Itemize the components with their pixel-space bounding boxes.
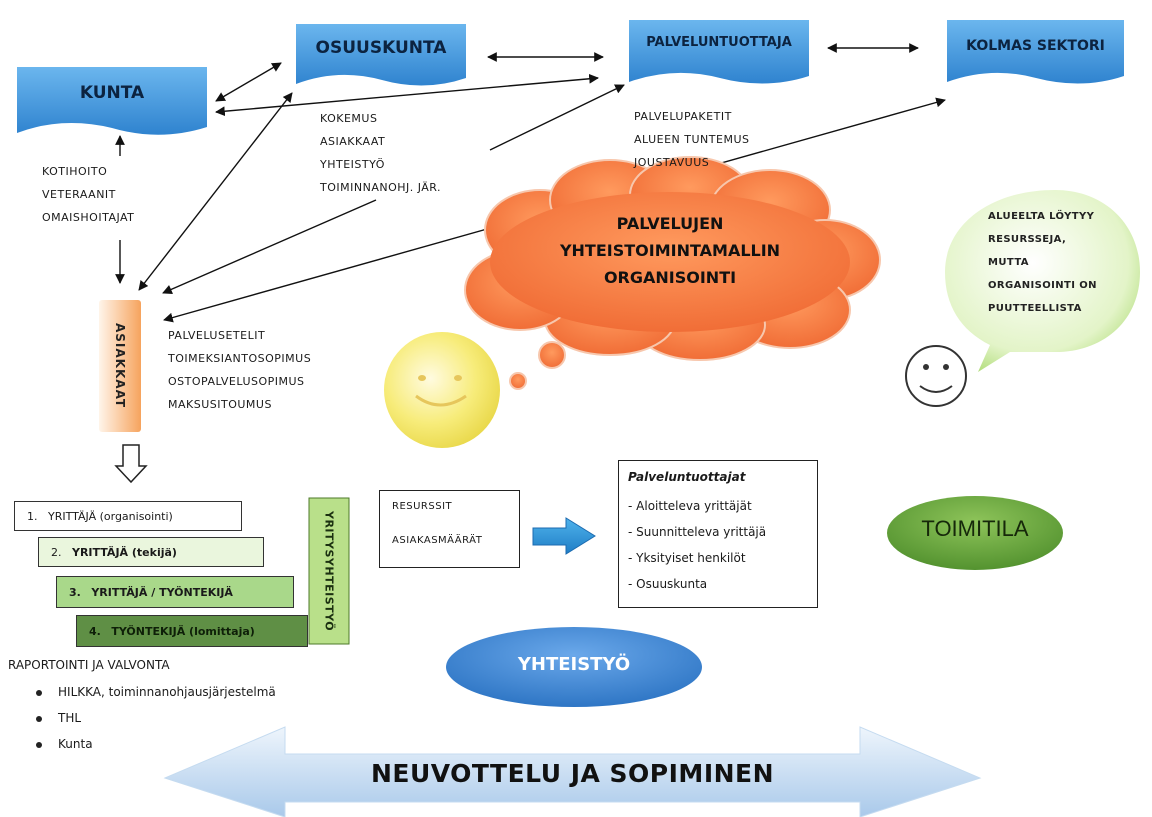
step-label: YRITTÄJÄ (tekijä) bbox=[72, 545, 177, 559]
step-number: 3. bbox=[69, 585, 81, 599]
list-item: KOKEMUS bbox=[320, 112, 378, 125]
sun-smiley-icon bbox=[384, 332, 500, 448]
list-item: - Suunnitteleva yrittäjä bbox=[628, 525, 767, 539]
kolmas-sektori-banner bbox=[947, 20, 1124, 84]
bubble-line: ORGANISOINTI ON bbox=[988, 280, 1097, 291]
palveluntuottaja-label: PALVELUNTUOTTAJA bbox=[646, 35, 792, 50]
list-item: PALVELUSETELIT bbox=[168, 329, 266, 342]
step-label: TYÖNTEKIJÄ (lomittaja) bbox=[111, 624, 255, 638]
bubble-line: RESURSSEJA, bbox=[988, 234, 1067, 245]
list-item-label: Kunta bbox=[58, 737, 93, 751]
asiakkaat-label: ASIAKKAAT bbox=[113, 323, 127, 409]
step-1: 1. YRITTÄJÄ (organisointi) bbox=[14, 501, 242, 531]
bullet-icon bbox=[36, 741, 42, 748]
list-item: - Osuuskunta bbox=[628, 577, 708, 591]
step-label: YRITTÄJÄ (organisointi) bbox=[48, 509, 173, 523]
kunta-list: KOTIHOITO VETERAANIT OMAISHOITAJAT bbox=[42, 160, 134, 229]
step-number: 4. bbox=[89, 624, 101, 638]
yhteistyo-ellipse bbox=[446, 627, 702, 707]
list-item: VETERAANIT bbox=[42, 188, 116, 201]
step-label: YRITTÄJÄ / TYÖNTEKIJÄ bbox=[91, 585, 233, 599]
list-item: OMAISHOITAJAT bbox=[42, 211, 135, 224]
cloud-line: PALVELUJEN bbox=[616, 214, 724, 233]
kunta-node: KUNTA bbox=[17, 67, 207, 127]
cloud-text: PALVELUJEN YHTEISTOIMINTAMALLIN ORGANISO… bbox=[505, 210, 835, 291]
list-item: OSTOPALVELUSOPIMUS bbox=[168, 375, 305, 388]
list-item: MAKSUSITOUMUS bbox=[168, 398, 272, 411]
list-item: - Yksityiset henkilöt bbox=[628, 551, 746, 565]
thought-dot-large bbox=[538, 341, 566, 369]
list-item: Kunta bbox=[36, 737, 93, 751]
kolmas-sektori-label: KOLMAS SEKTORI bbox=[966, 38, 1105, 54]
cloud-shape bbox=[464, 156, 881, 361]
blue-right-arrow-icon bbox=[532, 517, 596, 555]
white-smiley-icon bbox=[905, 345, 967, 407]
osuuskunta-banner bbox=[296, 24, 466, 86]
customer-count-label: ASIAKASMÄÄRÄT bbox=[392, 535, 483, 546]
resources-box: RESURSSIT ASIAKASMÄÄRÄT bbox=[379, 490, 520, 568]
bullet-icon bbox=[36, 715, 42, 722]
list-item: TOIMINNANOHJ. JÄR. bbox=[320, 181, 442, 194]
list-item: PALVELUPAKETIT bbox=[634, 110, 732, 123]
yritysyhteistyo-bar bbox=[308, 497, 350, 645]
list-item: ASIAKKAAT bbox=[320, 135, 386, 148]
reporting-title: RAPORTOINTI JA VALVONTA bbox=[8, 658, 170, 672]
step-2: 2. YRITTÄJÄ (tekijä) bbox=[38, 537, 264, 567]
bubble-line: ALUEELTA LÖYTYY bbox=[988, 211, 1095, 222]
step-number: 1. bbox=[27, 509, 38, 523]
step-4: 4. TYÖNTEKIJÄ (lomittaja) bbox=[76, 615, 308, 647]
list-item-label: THL bbox=[58, 711, 82, 725]
cloud-line: ORGANISOINTI bbox=[603, 268, 737, 287]
palveluntuottaja-list: PALVELUPAKETIT ALUEEN TUNTEMUS JOUSTAVUU… bbox=[634, 105, 749, 174]
step-3: 3. YRITTÄJÄ / TYÖNTEKIJÄ bbox=[56, 576, 294, 608]
kunta-label: KUNTA bbox=[79, 83, 145, 103]
list-item: YHTEISTYÖ bbox=[320, 158, 385, 171]
toimitila-ellipse bbox=[887, 496, 1063, 570]
providers-list: - Aloitteleva yrittäjät - Suunnitteleva … bbox=[628, 493, 766, 597]
thought-dot-small bbox=[509, 372, 527, 390]
toimitila-label: TOIMITILA bbox=[921, 516, 1029, 541]
yritysyhteistyo-node: YRITYSYHTEISTYÖ bbox=[309, 498, 349, 644]
negotiation-double-arrow bbox=[163, 726, 982, 817]
providers-box: Palveluntuottajat - Aloitteleva yrittäjä… bbox=[618, 460, 818, 608]
list-item: HILKKA, toiminnanohjausjärjestelmä bbox=[36, 685, 276, 699]
asiakkaat-list: PALVELUSETELIT TOIMEKSIANTOSOPIMUS OSTOP… bbox=[168, 324, 311, 416]
bullet-icon bbox=[36, 689, 42, 696]
negotiation-label: NEUVOTTELU JA SOPIMINEN bbox=[370, 759, 775, 788]
hollow-down-arrow-icon bbox=[114, 444, 148, 484]
step-number: 2. bbox=[51, 545, 62, 559]
bubble-line: MUTTA bbox=[988, 257, 1029, 268]
list-item: KOTIHOITO bbox=[42, 165, 108, 178]
resources-label: RESURSSIT bbox=[392, 501, 453, 512]
list-item: THL bbox=[36, 711, 81, 725]
list-item: JOUSTAVUUS bbox=[634, 156, 710, 169]
osuuskunta-node: OSUUSKUNTA bbox=[296, 24, 466, 80]
list-item: ALUEEN TUNTEMUS bbox=[634, 133, 750, 146]
yhteistyo-label: YHTEISTYÖ bbox=[517, 654, 631, 675]
osuuskunta-list: KOKEMUS ASIAKKAAT YHTEISTYÖ TOIMINNANOHJ… bbox=[320, 107, 441, 199]
bubble-line: PUUTTEELLISTA bbox=[988, 303, 1082, 314]
kolmas-sektori-node: KOLMAS SEKTORI bbox=[947, 20, 1124, 76]
list-item-label: HILKKA, toiminnanohjausjärjestelmä bbox=[58, 685, 276, 699]
speech-bubble-text: ALUEELTA LÖYTYY RESURSSEJA, MUTTA ORGANI… bbox=[988, 205, 1097, 320]
osuuskunta-label: OSUUSKUNTA bbox=[315, 38, 447, 58]
speech-bubble-shape bbox=[945, 190, 1140, 372]
providers-title: Palveluntuottajat bbox=[628, 470, 746, 484]
yritysyhteistyo-label: YRITYSYHTEISTYÖ bbox=[322, 510, 336, 632]
palveluntuottaja-node: PALVELUNTUOTTAJA bbox=[629, 20, 809, 76]
asiakkaat-node: ASIAKKAAT bbox=[99, 300, 141, 432]
palveluntuottaja-banner bbox=[629, 20, 809, 84]
cloud-line: YHTEISTOIMINTAMALLIN bbox=[559, 241, 781, 260]
list-item: - Aloitteleva yrittäjät bbox=[628, 499, 752, 513]
list-item: TOIMEKSIANTOSOPIMUS bbox=[168, 352, 312, 365]
asiakkaat-box bbox=[99, 300, 141, 432]
